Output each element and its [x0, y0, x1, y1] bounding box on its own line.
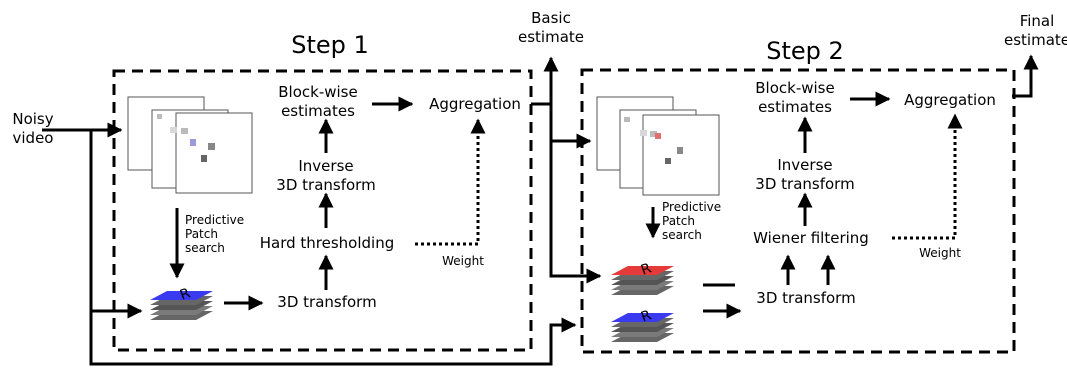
- step2-patch-stack-basic: R: [611, 260, 674, 295]
- step2-patch-stack-noisy: R: [611, 307, 674, 342]
- step2-inverse-transform: Inverse 3D transform: [755, 156, 855, 193]
- step1-box: [112, 69, 533, 352]
- noisy-video-label: Noisy video: [12, 110, 54, 147]
- step2-patch-search-label: Predictive Patch search: [662, 200, 722, 242]
- step2-weight-label: Weight: [919, 246, 961, 260]
- step2-aggregation: Aggregation: [904, 91, 996, 109]
- dotted-weight1: [415, 118, 486, 246]
- step2-block-estimates: Block-wise estimates: [755, 79, 835, 116]
- line-input-branch: [89, 130, 577, 366]
- step1-patch-stack: R: [150, 285, 213, 320]
- line-basic-branch: [549, 104, 602, 284]
- step1-title: Step 1: [291, 31, 369, 59]
- line-agg2-to-final: [1012, 54, 1039, 98]
- step1-aggregation: Aggregation: [429, 95, 521, 113]
- step1-3d-transform: 3D transform: [277, 293, 377, 311]
- step1-video-frames: [127, 96, 253, 194]
- connectors: [42, 54, 1039, 366]
- step2-title: Step 2: [766, 37, 844, 65]
- line-agg1-to-basic: [531, 56, 559, 106]
- final-estimate-label: Final estimate: [1003, 12, 1067, 49]
- step2-wiener-filtering: Wiener filtering: [753, 229, 869, 247]
- step1-patch-search-label: Predictive Patch search: [185, 213, 245, 255]
- basic-estimate-label: Basic estimate: [517, 9, 585, 46]
- step1-hard-thresholding: Hard thresholding: [259, 234, 395, 252]
- dotted-weight2: [892, 113, 963, 240]
- step1-inverse-transform: Inverse 3D transform: [276, 157, 376, 194]
- step1-block-estimates: Block-wise estimates: [278, 83, 358, 120]
- step2-3d-transform: 3D transform: [756, 289, 856, 307]
- step2-box: [580, 68, 1016, 354]
- step2-video-frames: [596, 96, 720, 196]
- step1-weight-label: Weight: [442, 254, 484, 268]
